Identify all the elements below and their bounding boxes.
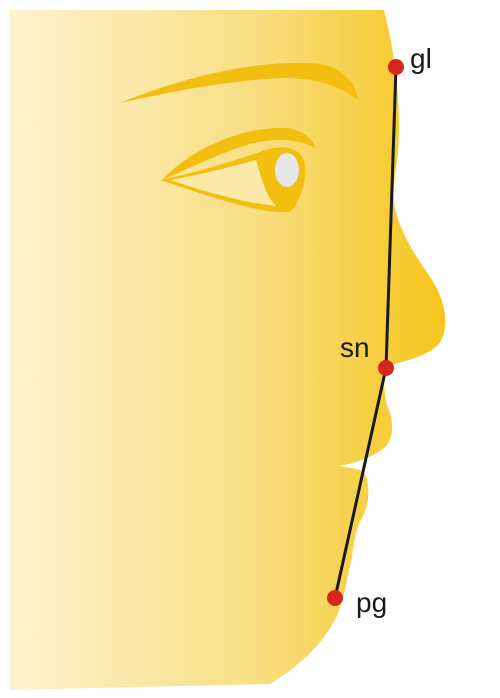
landmark-sn-point	[378, 360, 394, 376]
face-silhouette	[10, 10, 446, 690]
landmark-gl-point	[388, 59, 404, 75]
eye-white	[170, 160, 276, 206]
landmark-gl-label: gl	[410, 43, 432, 74]
landmark-pg-point	[327, 590, 343, 606]
upper-eyelid	[162, 127, 316, 180]
landmark-pg-label: pg	[356, 587, 387, 618]
eye-highlight	[275, 153, 299, 187]
eyebrow	[120, 62, 358, 103]
landmark-sn-label: sn	[340, 332, 370, 363]
